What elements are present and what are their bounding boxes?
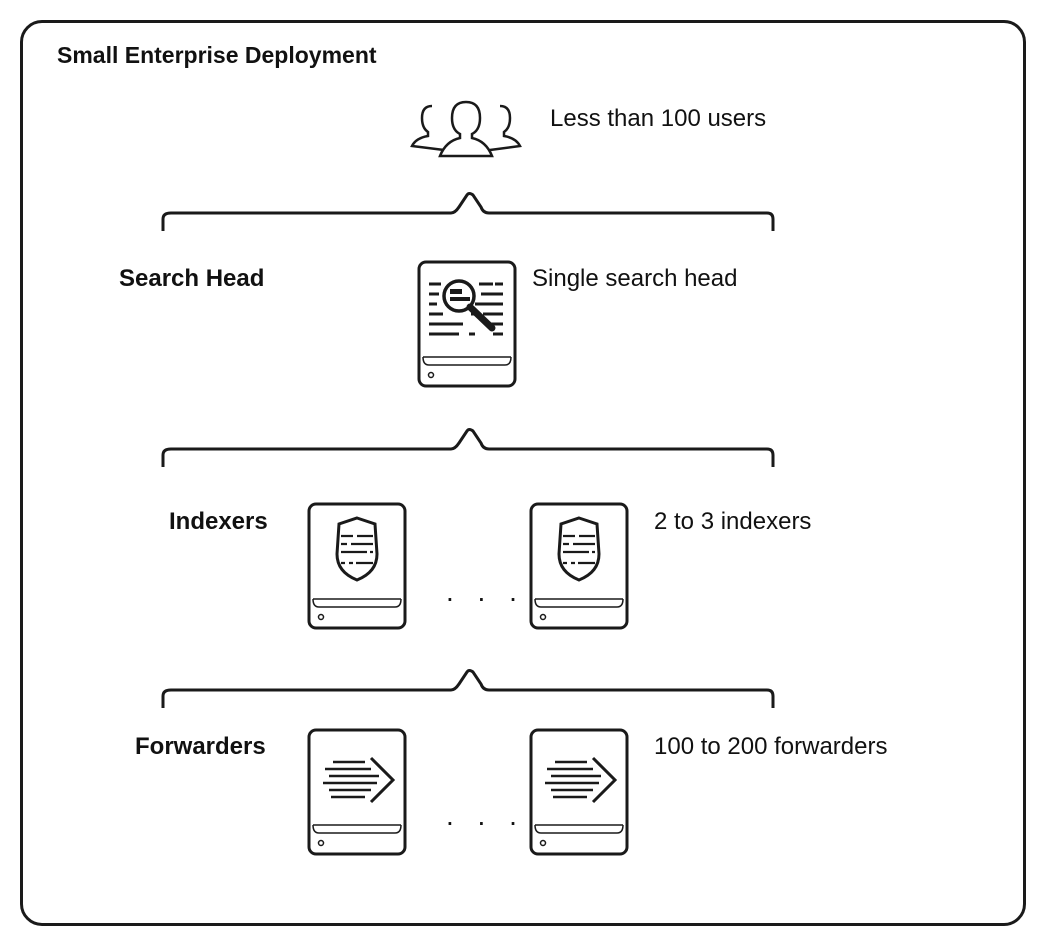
diagram-title: Small Enterprise Deployment [57, 42, 377, 68]
forwarders-description: 100 to 200 forwarders [654, 733, 888, 760]
search-head-to-indexers-brace [161, 428, 775, 469]
users-description: Less than 100 users [550, 105, 767, 132]
indexers-ellipsis: . . . [446, 576, 525, 607]
tier-label-indexers: Indexers [169, 508, 268, 535]
forwarder-server-icon [529, 728, 629, 856]
tier-label-search-head: Search Head [119, 265, 265, 292]
indexers-description: 2 to 3 indexers [654, 508, 812, 535]
deployment-frame [20, 20, 1026, 926]
forwarders-ellipsis: . . . [446, 800, 525, 831]
tier-label-forwarders: Forwarders [135, 733, 266, 760]
search-head-server-icon [417, 260, 517, 388]
forwarder-server-icon [307, 728, 407, 856]
indexer-server-icon [529, 502, 629, 630]
indexer-server-icon [307, 502, 407, 630]
indexers-to-forwarders-brace [161, 669, 775, 710]
users-to-search-head-brace [161, 192, 775, 233]
users-group-icon [410, 100, 522, 158]
search-head-description: Single search head [532, 265, 738, 292]
